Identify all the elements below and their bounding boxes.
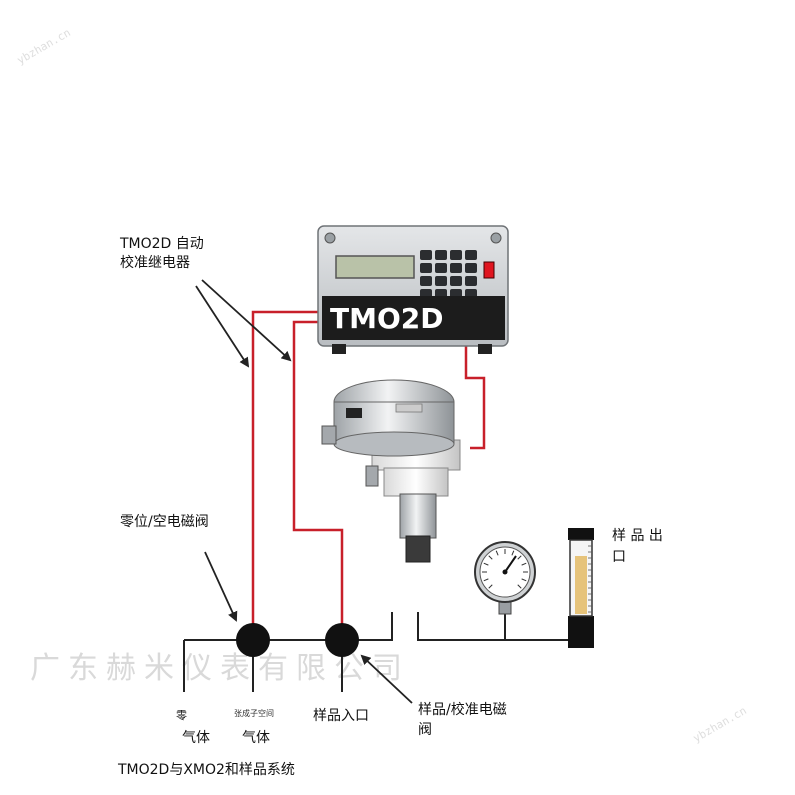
front-panel: [322, 296, 505, 340]
annotation-arrows: [195, 279, 413, 704]
zero-valve-label: 零位/空电磁阀: [120, 514, 209, 530]
red-signal-wires: [251, 310, 486, 628]
xmo2-sensor: [321, 379, 461, 563]
keypad-key: [450, 276, 462, 286]
line-main: [184, 612, 393, 641]
gauge-tick: [483, 562, 489, 566]
span-gas-label: 气体: [242, 730, 270, 746]
panel-brand-text: TMO2D: [330, 302, 444, 335]
gauge-tick: [495, 550, 499, 556]
keypad-key: [435, 250, 447, 260]
arrow-sample-valve: [360, 654, 413, 704]
wire-sample-valve: [292, 320, 344, 628]
span-gas-small-label: 张成子空间: [234, 709, 274, 718]
keypad-key: [450, 263, 462, 273]
pressure-gauge: [474, 541, 536, 615]
keypad-key: [435, 276, 447, 286]
keypad-key: [420, 250, 432, 260]
keypad-key: [420, 263, 432, 273]
zero-gas-label-line1: 零: [176, 709, 187, 722]
sample-outlet-flowmeter: [568, 528, 594, 648]
gauge-tick: [521, 578, 527, 582]
zero-gas-label-line2: 气体: [182, 730, 210, 746]
gauge-tick: [511, 550, 515, 556]
gauge-tick: [488, 584, 493, 589]
gauge-tick: [483, 578, 489, 582]
sample-inlet-label: 样品入口: [313, 708, 369, 724]
keypad-key: [435, 263, 447, 273]
keypad-key: [450, 250, 462, 260]
lcd-display: [335, 255, 415, 279]
arrow-relay-1: [195, 285, 250, 368]
sample-valve-label-line1: 样品/校准电磁: [418, 702, 507, 718]
relay-label-line2: 校准继电器: [120, 255, 190, 271]
keypad-key: [465, 250, 477, 260]
sample-cal-solenoid-valve: [325, 623, 359, 657]
sample-valve-label-line2: 阀: [418, 722, 432, 738]
line-to-outlet: [417, 612, 580, 641]
power-indicator: [483, 261, 495, 279]
tmo2d-analyzer: TMO2D: [317, 225, 509, 354]
gauge-tick: [517, 555, 522, 560]
arrow-relay-2: [201, 279, 292, 362]
keypad-key: [465, 263, 477, 273]
wire-sensor: [464, 342, 486, 450]
gauge-tick: [488, 555, 493, 560]
keypad-key: [420, 276, 432, 286]
gauge-tick: [517, 584, 522, 589]
sample-outlet-label-line1: 样 品 出: [612, 528, 663, 544]
keypad-key: [465, 276, 477, 286]
zero-span-solenoid-valve: [236, 623, 270, 657]
relay-label-line1: TMO2D 自动: [120, 236, 204, 252]
gauge-tick: [521, 562, 527, 566]
diagram-caption: TMO2D与XMO2和样品系统: [118, 762, 295, 778]
wire-zero-valve: [251, 310, 318, 628]
arrow-zero-valve: [204, 551, 238, 622]
sample-outlet-label-line2: 口: [612, 549, 626, 565]
